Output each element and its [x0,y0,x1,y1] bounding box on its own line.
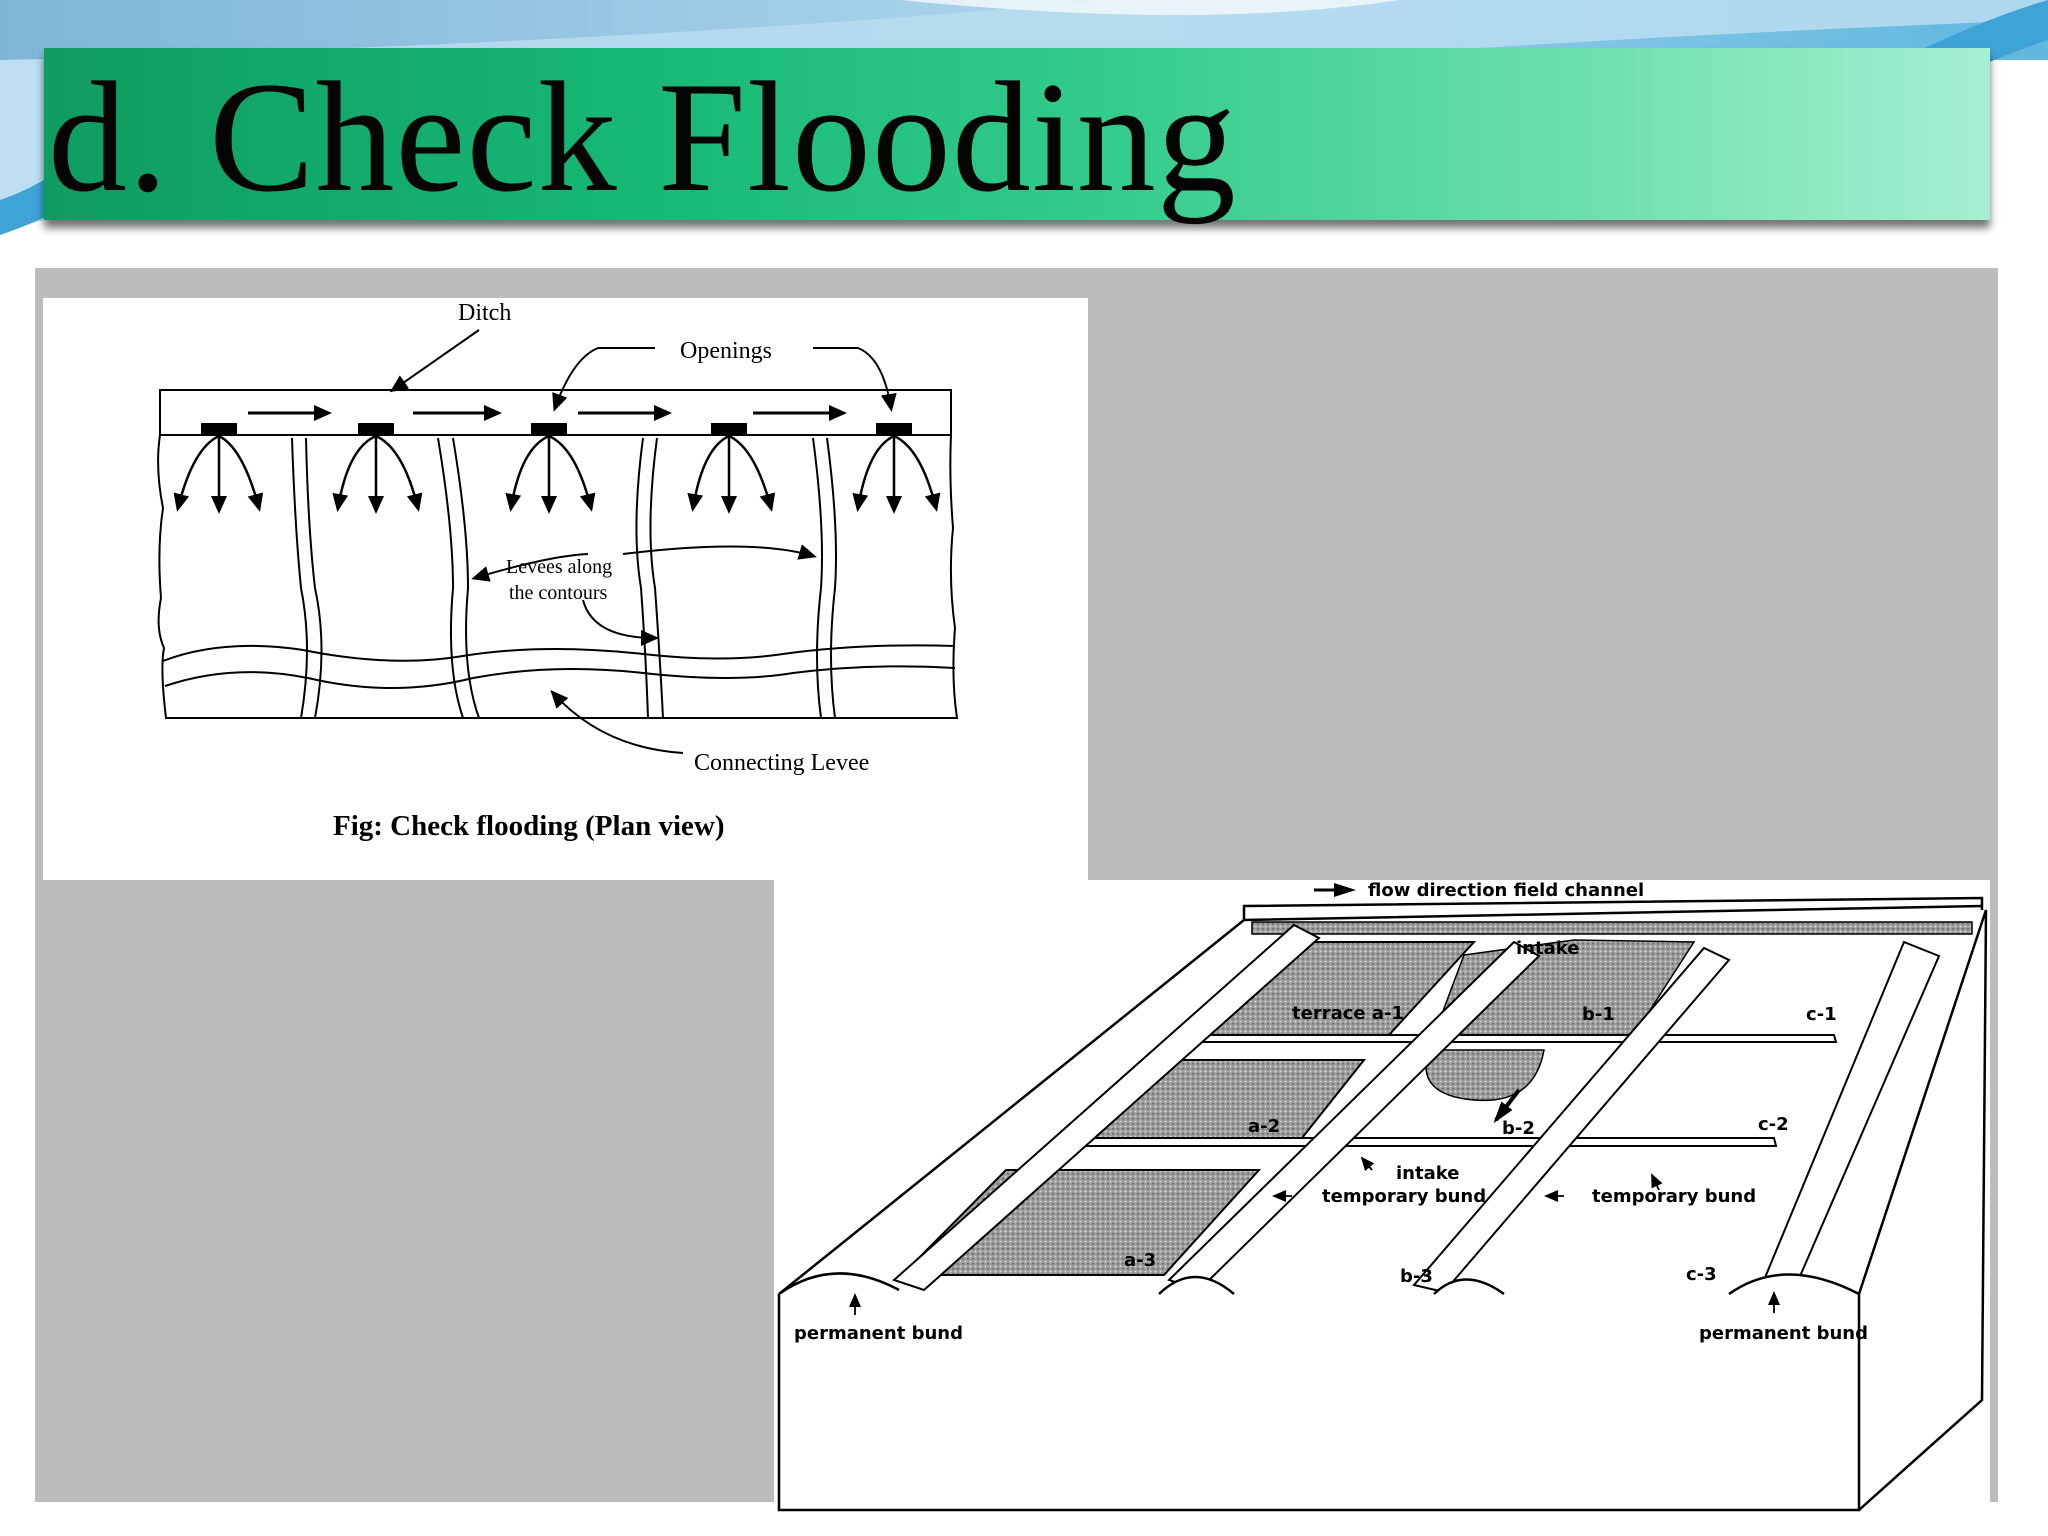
slide-title: d. Check Flooding [48,50,1237,225]
bund-diagonal-4 [1762,940,1941,1292]
plan-view-figure: Ditch Openings Levees along the contours… [43,298,1088,880]
label-permanent-bund-left: permanent bund [794,1323,963,1344]
label-flow-direction: flow direction field channel [1368,880,1644,901]
plan-caption: Fig: Check flooding (Plan view) [333,810,725,842]
temporary-bund-row1 [1180,1034,1838,1043]
contour-levee-4 [812,437,823,719]
plan-view-diagram: Ditch Openings Levees along the contours… [157,300,959,842]
temporary-bund-row2 [1058,1137,1778,1147]
bund-diagonal-1 [892,923,1321,1292]
label-openings: Openings [680,338,772,364]
terrace-b2-water [1425,1049,1545,1102]
label-c2: c-2 [1758,1114,1789,1135]
connecting-levee [162,644,956,662]
field-channel [1251,921,1973,935]
label-levees-line1: Levees along [506,556,612,578]
terrace-view-figure: flow direction field channel intake terr… [774,880,1990,1516]
label-intake-top: intake [1516,938,1579,959]
label-a2: a-2 [1248,1116,1280,1137]
opening-1 [201,423,237,434]
label-c3: c-3 [1686,1264,1717,1285]
opening-3 [531,423,567,434]
opening-2 [358,423,394,434]
opening-4 [711,423,747,434]
label-c1: c-1 [1806,1004,1837,1025]
label-ditch: Ditch [458,300,511,326]
title-bar [44,48,1990,220]
label-permanent-bund-right: permanent bund [1699,1323,1868,1344]
label-b2: b-2 [1502,1118,1535,1139]
contour-levee-1 [291,437,308,719]
terrace-view-diagram: flow direction field channel intake terr… [777,880,1988,1512]
label-intake-mid: intake [1396,1163,1459,1184]
contour-levee-3 [635,437,649,719]
label-terrace-a1: terrace a-1 [1292,1003,1404,1024]
label-connecting-levee: Connecting Levee [694,750,869,776]
bund-diagonal-3 [1412,946,1731,1294]
label-temporary-bund-left: temporary bund [1322,1186,1486,1207]
label-levees-line2: the contours [509,582,608,604]
opening-5 [876,423,912,434]
label-b1: b-1 [1582,1004,1615,1025]
field-outline [157,434,959,719]
block-front-face [777,1294,1861,1512]
label-b3: b-3 [1400,1266,1433,1287]
label-temporary-bund-right: temporary bund [1592,1186,1756,1207]
label-a3: a-3 [1124,1250,1156,1271]
